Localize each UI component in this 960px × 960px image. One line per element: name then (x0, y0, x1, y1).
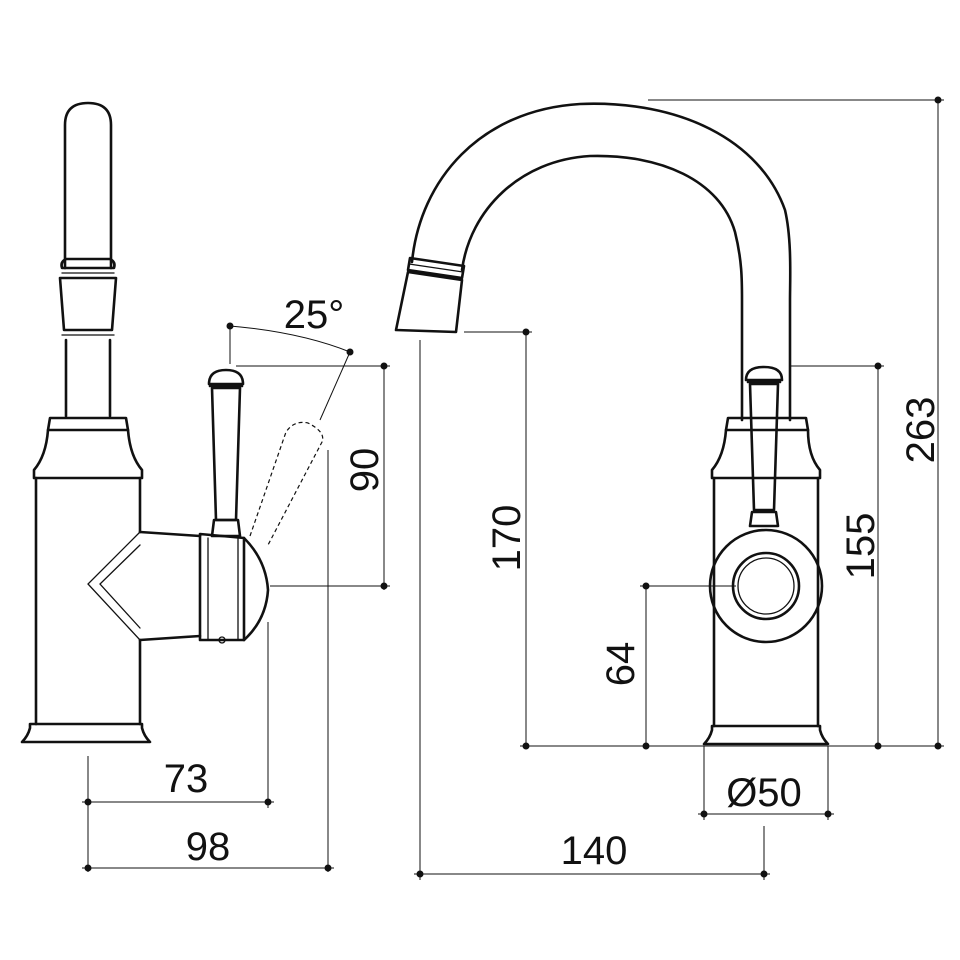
dimension-lines (82, 96, 944, 880)
label-base-diameter: Ø50 (726, 771, 802, 815)
front-base (702, 724, 830, 746)
label-overall-height: 263 (899, 397, 943, 464)
side-shoulder (32, 416, 144, 480)
front-spout-inner (460, 154, 744, 422)
label-spout-outlet-height: 170 (485, 505, 529, 572)
front-lever (744, 365, 784, 528)
label-angle: 25° (284, 293, 345, 337)
front-shoulder (710, 416, 822, 480)
label-lever-reach: 73 (164, 757, 209, 801)
label-pivot-height: 64 (599, 642, 643, 687)
side-collar (58, 257, 118, 336)
label-handle-top-height: 155 (839, 513, 883, 580)
side-base (20, 722, 152, 744)
front-spout-tip (394, 256, 466, 334)
side-body (34, 476, 142, 726)
side-neck (64, 338, 112, 418)
side-lever-rotated (249, 421, 324, 546)
side-spout-tube (63, 101, 113, 270)
side-view (20, 101, 324, 744)
side-handle-hub (87, 530, 270, 644)
front-view (394, 102, 830, 746)
front-spout-outer (410, 102, 792, 422)
label-handle-drop: 90 (343, 448, 387, 493)
side-lever (207, 368, 245, 538)
dimension-labels: 25° 90 73 98 170 64 155 263 Ø50 140 (164, 293, 943, 873)
front-body (712, 476, 820, 728)
label-body-depth: 98 (186, 825, 231, 869)
label-spout-reach: 140 (561, 829, 628, 873)
